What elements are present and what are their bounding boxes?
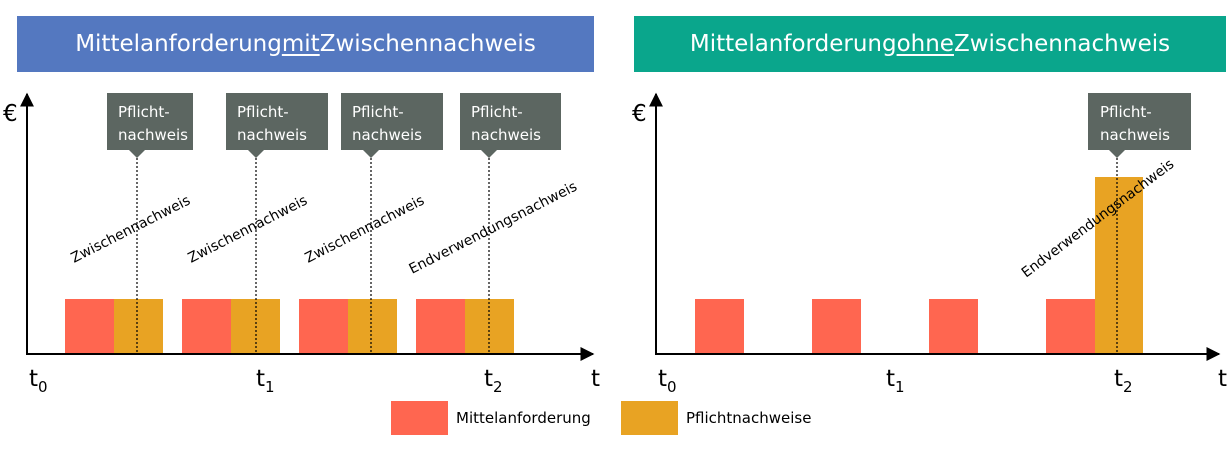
callout-line-2: nachweis — [352, 126, 422, 144]
right-panel-title: Mittelanforderung ohne Zwischennachweis — [634, 16, 1226, 72]
proof-label: Zwischennachweis — [69, 193, 193, 267]
time-label-t2: t2 — [1114, 366, 1133, 396]
legend-item-mittelanforderung: Mittelanforderung — [391, 401, 591, 435]
callout: Pflicht- nachweis — [107, 93, 193, 158]
callout-line-2: nachweis — [237, 126, 307, 144]
request-bar — [416, 299, 465, 354]
callout: Pflicht- nachweis — [460, 93, 561, 158]
request-bar — [65, 299, 114, 354]
callout-line-1: Pflicht- — [352, 103, 404, 121]
legend-swatch-request — [391, 401, 448, 435]
x-axis-symbol: t — [591, 366, 600, 392]
callout-line-2: nachweis — [118, 126, 188, 144]
left-title-prefix: Mittelanforderung — [75, 31, 282, 57]
y-axis-symbol: € — [632, 101, 647, 127]
y-axis-symbol: € — [3, 101, 18, 127]
proof-bar — [114, 299, 163, 354]
left-chart: Pflicht- nachweis Pflicht- nachweis Pfli… — [3, 92, 600, 396]
request-bar — [812, 299, 861, 354]
right-chart: Pflicht- nachweis Endverwendungsnachweis… — [632, 92, 1227, 396]
callout: Pflicht- nachweis — [226, 93, 328, 158]
legend-swatch-proof — [621, 401, 678, 435]
callout: Pflicht- nachweis — [1088, 93, 1191, 158]
right-title-emphasis: ohne — [896, 31, 954, 57]
callout-line-2: nachweis — [471, 126, 541, 144]
legend-label-proof: Pflichtnachweise — [686, 409, 812, 427]
right-title-prefix: Mittelanforderung — [689, 31, 897, 57]
time-label-t1: t1 — [886, 366, 905, 396]
callout-line-1: Pflicht- — [118, 103, 170, 121]
callout-line-1: Pflicht- — [471, 103, 523, 121]
callout-line-1: Pflicht- — [237, 103, 289, 121]
callout: Pflicht- nachweis — [341, 93, 443, 158]
left-title-emphasis: mit — [281, 31, 320, 57]
time-label-t0: t0 — [658, 366, 677, 396]
x-axis-symbol: t — [1218, 366, 1227, 392]
callout-line-2: nachweis — [1100, 126, 1170, 144]
legend-label-request: Mittelanforderung — [456, 409, 591, 427]
callout-line-1: Pflicht- — [1100, 103, 1152, 121]
left-panel-title: Mittelanforderung mit Zwischennachweis — [17, 16, 594, 72]
time-label-t1: t1 — [256, 366, 275, 396]
proof-label: Zwischennachweis — [303, 193, 427, 267]
right-title-suffix: Zwischennachweis — [953, 31, 1171, 57]
proof-bar — [348, 299, 397, 354]
time-label-t0: t0 — [29, 366, 48, 396]
proof-bar — [1095, 177, 1143, 354]
left-title-suffix: Zwischennachweis — [319, 31, 536, 57]
request-bar — [929, 299, 978, 354]
request-bar — [695, 299, 744, 354]
legend-item-pflichtnachweise: Pflichtnachweise — [621, 401, 811, 435]
proof-label: Endverwendungsnachweis — [407, 179, 580, 278]
request-bar — [182, 299, 231, 354]
request-bar — [299, 299, 348, 354]
proof-label: Zwischennachweis — [186, 193, 310, 267]
request-bar — [1046, 299, 1095, 354]
time-label-t2: t2 — [484, 366, 503, 396]
